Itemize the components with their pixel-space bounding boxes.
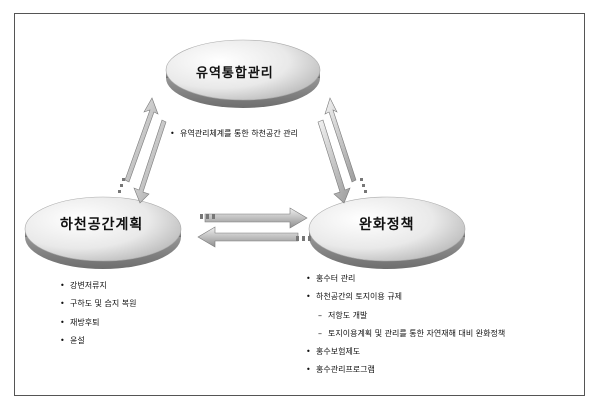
ellipse-top <box>165 39 321 108</box>
arrow-double-top-right-icon <box>317 97 367 204</box>
list-item: •하천공간의 토지이용 규제 <box>306 292 403 302</box>
ellipse-right <box>308 196 466 269</box>
list-item: •구하도 및 습지 복원 <box>60 299 137 309</box>
list-item: •홍수보험제도 <box>306 347 361 357</box>
node-title-top: 유역통합관리 <box>196 66 274 81</box>
node-title-left: 하천공간계획 <box>60 217 144 233</box>
ellipse-left <box>24 196 182 269</box>
arrow-double-horizontal-icon <box>197 207 311 248</box>
arrow-double-left-top-icon <box>118 97 167 204</box>
top-note-text: 유역관리체계를 통한 하천공간 관리 <box>180 129 299 138</box>
list-item: –토지이용계획 및 관리를 통한 자연재해 대비 완화정책 <box>318 328 506 338</box>
note-bullet: • <box>170 129 175 138</box>
list-item: •홍수관리프로그램 <box>306 365 375 375</box>
list-item: –저항도 개발 <box>318 310 368 320</box>
list-item: •홍수터 관리 <box>306 274 356 283</box>
top-note: • 유역관리체계를 통한 하천공간 관리 <box>170 128 298 139</box>
list-item: •윤설 <box>60 335 85 345</box>
list-item: •강변저류지 <box>60 281 107 290</box>
left-item-list: •강변저류지 •구하도 및 습지 복원 •재방후퇴 •윤설 <box>60 277 137 350</box>
list-item: •재방후퇴 <box>60 317 100 327</box>
right-item-list: •홍수터 관리 •하천공간의 토지이용 규제 –저항도 개발 –토지이용계획 및… <box>306 270 505 380</box>
node-title-right: 완화정책 <box>359 217 415 233</box>
